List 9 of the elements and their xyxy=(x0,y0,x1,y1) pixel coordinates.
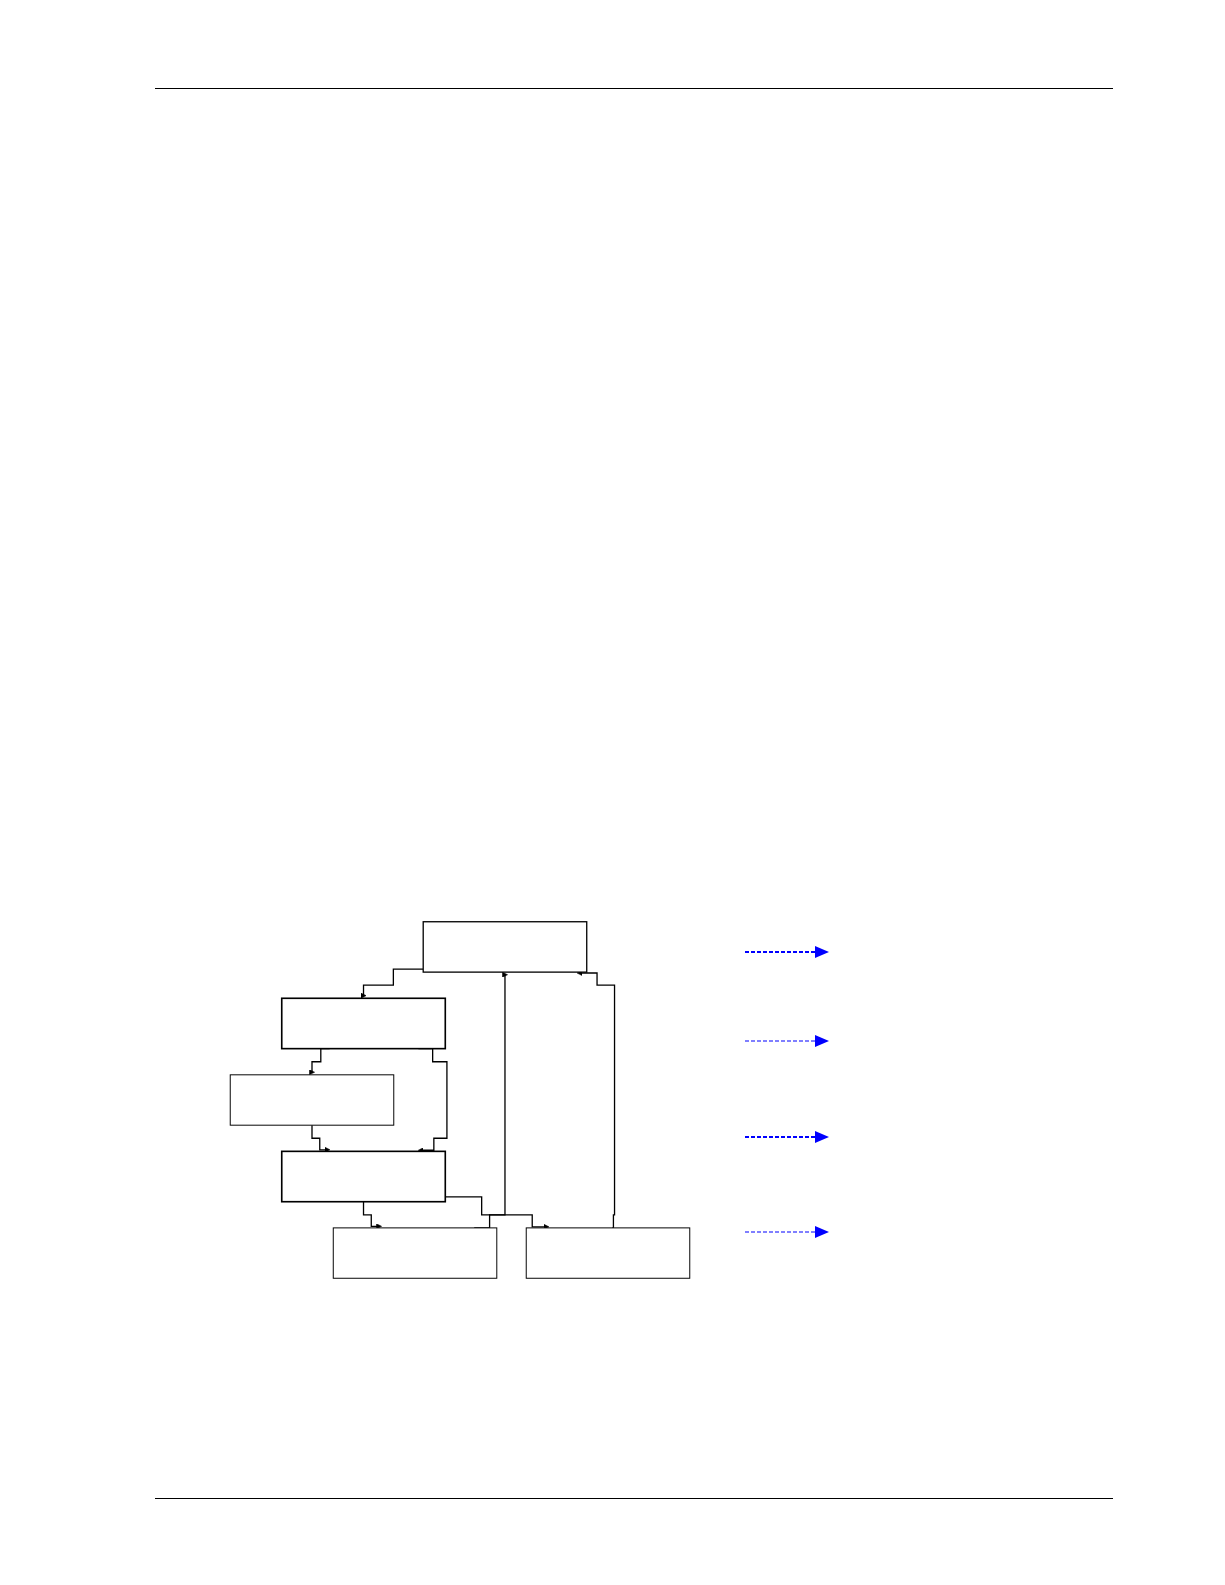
arrow xyxy=(576,970,616,1229)
node-box xyxy=(332,1227,498,1279)
arrow xyxy=(360,968,424,999)
node-box xyxy=(280,1150,447,1203)
arrow xyxy=(311,1124,331,1153)
node-box xyxy=(525,1227,691,1279)
node-box xyxy=(422,921,588,973)
node-box xyxy=(229,1074,395,1126)
node-box xyxy=(280,997,447,1050)
